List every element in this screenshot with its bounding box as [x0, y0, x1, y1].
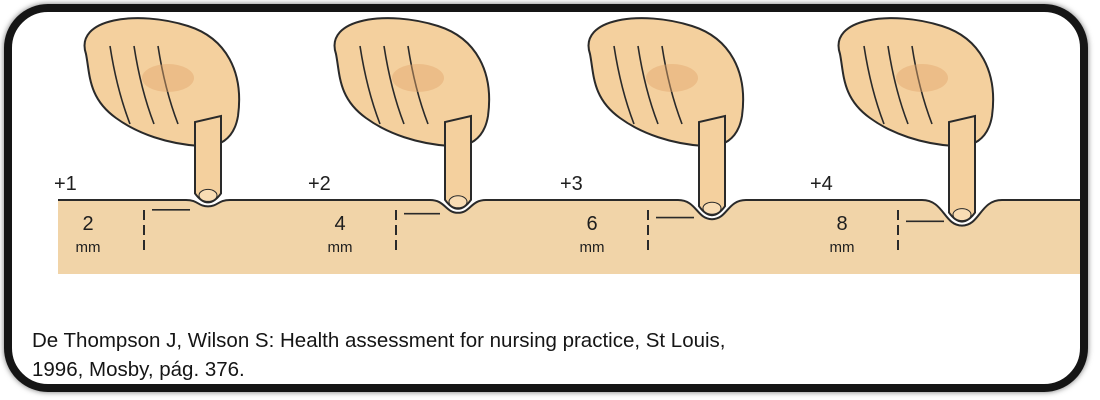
depth-value: 2: [82, 213, 93, 235]
pressing-hand-icon: [85, 18, 240, 202]
depth-value: 8: [836, 213, 847, 235]
index-finger: [949, 116, 975, 222]
hand-shading: [142, 64, 194, 92]
index-finger: [445, 116, 471, 209]
depth-unit: mm: [580, 239, 605, 256]
grade-label: +4: [810, 173, 833, 195]
pitting-edema-diagram: +12 mm +24 mm +36 mm +48 mm: [12, 12, 1088, 312]
depth-value: 6: [586, 213, 597, 235]
depth-value: 4: [334, 213, 345, 235]
grade-label: +3: [560, 173, 583, 195]
grade-label: +1: [54, 173, 77, 195]
fingernail: [703, 202, 721, 214]
pressing-hand-icon: [839, 18, 994, 221]
citation-line-2: 1996, Mosby, pág. 376.: [32, 358, 245, 381]
hand-shading: [646, 64, 698, 92]
pressing-hand-icon: [589, 18, 744, 215]
citation-line-1: De Thompson J, Wilson S: Health assessme…: [32, 329, 726, 352]
depth-unit: mm: [328, 239, 353, 256]
pressing-hand-icon: [335, 18, 490, 209]
depth-unit: mm: [830, 239, 855, 256]
skin-layer: [58, 200, 1082, 274]
fingernail: [953, 209, 971, 221]
fingernail: [449, 196, 467, 208]
fingernail: [199, 189, 217, 201]
hand-shading: [392, 64, 444, 92]
index-finger: [699, 116, 725, 215]
grade-label: +2: [308, 173, 331, 195]
depth-unit: mm: [76, 239, 101, 256]
hand-shading: [896, 64, 948, 92]
citation: De Thompson J, Wilson S: Health assessme…: [32, 326, 1072, 384]
